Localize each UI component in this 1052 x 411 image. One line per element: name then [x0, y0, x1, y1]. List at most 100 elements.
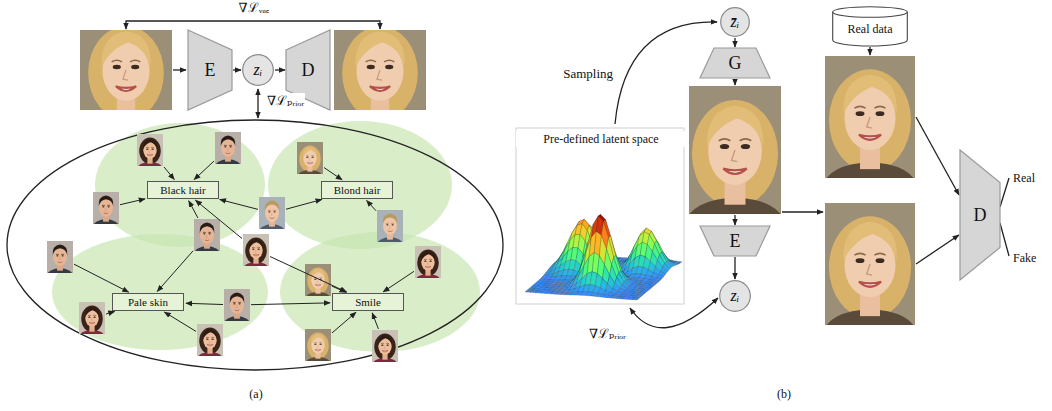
sample-face: [131, 128, 169, 175]
flow-arrow: [734, 215, 735, 225]
sample-face: [253, 191, 291, 238]
output-lines: [1000, 178, 1009, 256]
sample-face: [209, 126, 247, 173]
flow-arrow: [916, 117, 959, 195]
attribute-box: Black hair: [147, 181, 219, 199]
latent-space-ellipse: [7, 120, 503, 370]
node-text: Pale skin: [128, 296, 168, 309]
output-label: Fake: [1012, 250, 1037, 266]
leader-arrow: [332, 312, 356, 333]
connector-arrow: [275, 69, 285, 70]
leader-arrow: [74, 264, 129, 292]
prior-loss-arrow: [630, 298, 718, 328]
node-text: G: [729, 53, 742, 74]
sample-face: [237, 228, 275, 275]
sample-face: [409, 240, 447, 287]
plot-frame: [516, 128, 684, 304]
trapezoid-outline: [960, 150, 1000, 280]
flow-arrow: [173, 69, 186, 70]
leader-arrow: [189, 201, 198, 218]
fake-face-image: [798, 181, 942, 358]
circle-outline: [721, 8, 750, 37]
node-text: zᵢ: [254, 61, 263, 79]
loss-label: ∇ℒₚᵣᵢₒᵣ: [545, 326, 627, 342]
leader-arrow: [372, 313, 378, 329]
leader-arrow: [332, 286, 346, 292]
sample-face: [371, 204, 409, 251]
loss-label: ∇ℒₚᵣᵢₒᵣ: [266, 93, 305, 109]
node-text: D: [302, 60, 315, 81]
flow-arrow: [782, 211, 823, 212]
arrow-label: Sampling: [532, 66, 614, 82]
vae-loss-arrow: [126, 21, 380, 29]
encoder-block: E: [188, 30, 232, 110]
latent-node: zᵢ: [242, 54, 274, 86]
connector-arrow: [734, 257, 735, 279]
real-data-store: Real data: [832, 6, 908, 46]
prior-loss-arrow: [257, 89, 258, 118]
leader-arrow: [186, 303, 223, 304]
latent-surface-plot: [525, 215, 682, 300]
leader-arrow: [270, 257, 347, 293]
node-text: Smile: [355, 296, 381, 309]
plot-title: Pre-defined latent space: [516, 131, 686, 147]
latent-node: zᵢ: [719, 280, 751, 312]
loss-label: ∇ℒᵥₐₑ: [203, 0, 305, 16]
flow-arrow: [916, 235, 959, 264]
node-text: D: [974, 205, 987, 226]
attribute-box: Smile: [332, 293, 404, 311]
generator-block: G: [700, 48, 770, 78]
sample-face: [291, 136, 329, 183]
attribute-box: Blond hair: [321, 181, 393, 199]
sampled-latent-node: z̄ᵢ: [720, 7, 750, 37]
sample-face: [41, 235, 79, 282]
leader-arrow: [195, 200, 242, 238]
leader-arrow: [324, 168, 342, 180]
connector-arrow: [734, 38, 735, 47]
node-text: Black hair: [160, 184, 206, 197]
sample-face: [299, 323, 337, 370]
discriminator-block: D: [960, 150, 1000, 280]
cylinder-top: [833, 7, 908, 18]
panel-caption: (a): [230, 386, 282, 402]
real-face-image: [798, 34, 942, 211]
leader-arrow: [383, 271, 414, 292]
sample-face: [73, 296, 111, 343]
node-text: z̄ᵢ: [731, 13, 740, 31]
leader-arrow: [194, 161, 214, 180]
trapezoid-outline: [188, 30, 232, 110]
leader-arrow: [367, 200, 376, 210]
node-text: Blond hair: [334, 184, 381, 197]
flow-arrow: [734, 79, 735, 85]
encoder-block: E: [700, 226, 770, 256]
surface-facet: [632, 298, 639, 300]
panel-caption: (b): [758, 386, 810, 402]
circle-outline: [243, 55, 274, 86]
attribute-region: [95, 123, 265, 247]
leader-arrow: [164, 167, 174, 179]
node-text: E: [205, 60, 216, 81]
circle-outline: [720, 281, 751, 312]
sample-face: [366, 324, 404, 371]
leader-arrow: [157, 251, 193, 292]
node-text: Real data: [848, 23, 893, 37]
leader-arrow: [286, 200, 322, 210]
leader-arrow: [251, 303, 330, 305]
node-text: zᵢ: [731, 287, 740, 305]
sample-face: [87, 186, 125, 233]
generated-face-image: [659, 63, 810, 249]
leader-arrow: [164, 312, 196, 331]
flow-arrow: [869, 47, 870, 55]
leader-arrow: [120, 199, 145, 205]
trapezoid-outline: [700, 48, 770, 78]
output-label: Real: [1012, 170, 1036, 186]
leader-arrow: [220, 200, 258, 210]
attribute-region: [268, 121, 452, 249]
sample-face: [191, 318, 229, 365]
leader-arrow: [106, 312, 115, 314]
attribute-box: Pale skin: [112, 293, 184, 311]
